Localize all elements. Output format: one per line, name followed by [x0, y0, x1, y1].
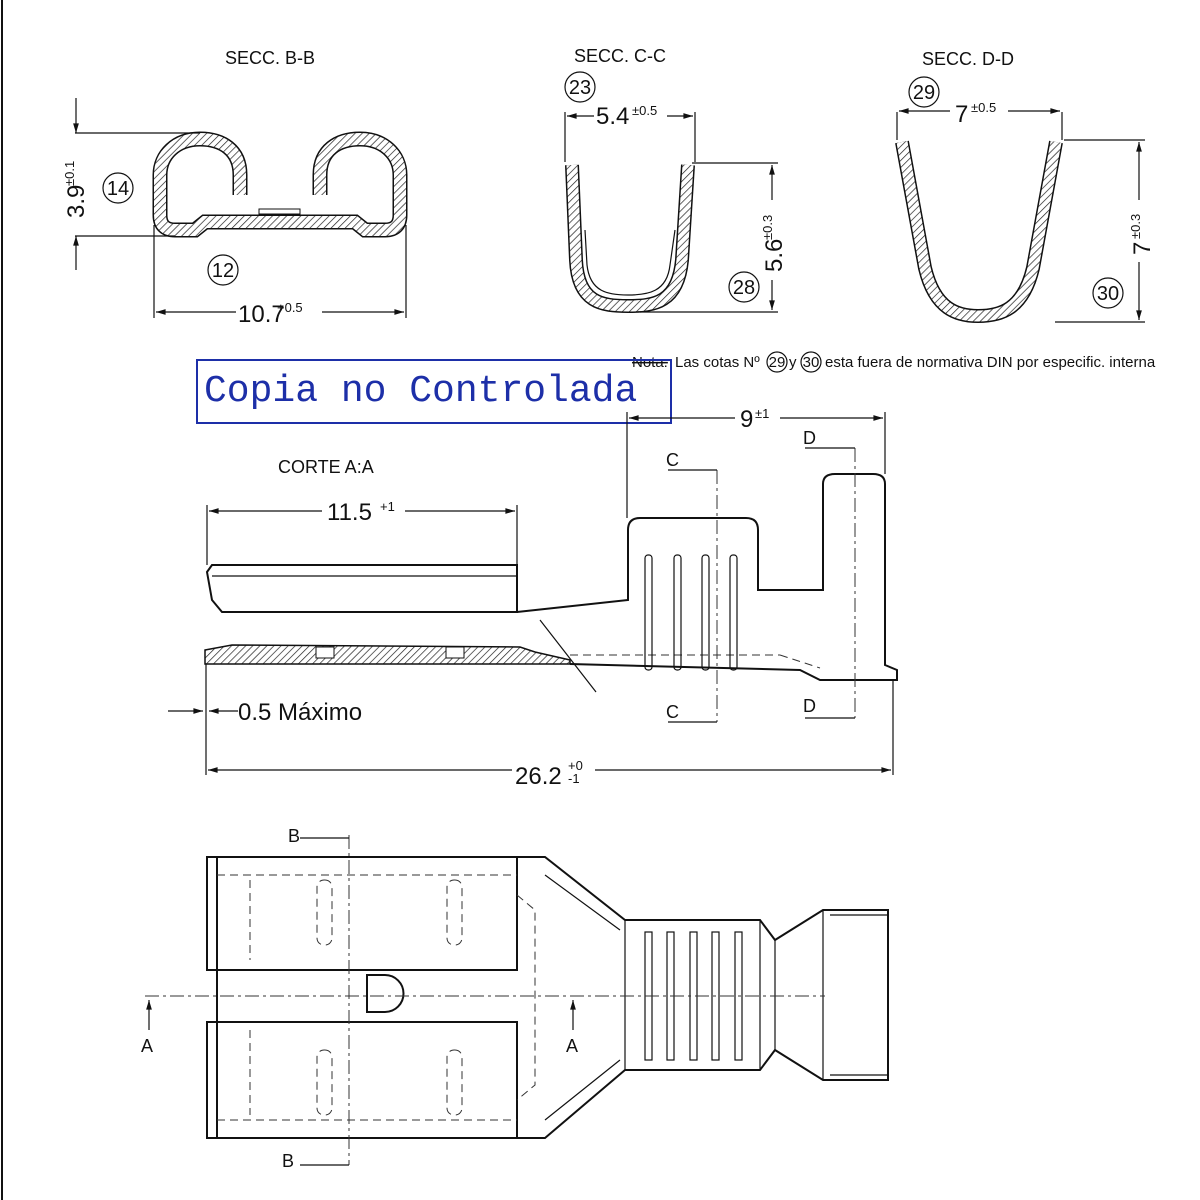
section-cc-profile-hatch	[566, 164, 694, 312]
section-dd-width-tol: ±0.5	[971, 100, 996, 115]
section-cc: SECC. C-C 23 5.4 ±0.5 5.6 ±0.3 28	[564, 46, 788, 314]
receptacle-body	[205, 564, 518, 613]
section-cc-title: SECC. C-C	[574, 46, 666, 66]
section-bb: SECC. B-B 3.9 ±0.1 14 12 10.7 +0.5	[62, 48, 408, 328]
thickness-note: 0.5 Máximo	[238, 699, 362, 726]
balloon-23	[564, 71, 596, 103]
section-bb-title: SECC. B-B	[225, 48, 315, 68]
top-view: B B A A	[141, 826, 889, 1171]
section-b-label-bottom: B	[282, 1151, 294, 1171]
balloon-12-label: 12	[212, 260, 234, 282]
base-strip-section	[204, 644, 571, 665]
balloon-30	[1092, 277, 1124, 309]
lower-rail	[216, 1021, 518, 1139]
section-cc-height-tol: ±0.3	[760, 215, 775, 240]
note-ref-29: 29	[769, 354, 786, 371]
section-bb-profile-hatch	[154, 132, 406, 236]
balloon-14	[102, 172, 134, 204]
section-dd-title: SECC. D-D	[922, 49, 1014, 69]
section-c-label-bottom: C	[666, 702, 679, 722]
note-text-1: Las cotas Nº	[675, 354, 760, 371]
total-length-tol-upper: +0	[568, 758, 583, 773]
section-a-label-right: A	[566, 1036, 578, 1056]
section-dd-profile-hatch	[896, 141, 1062, 322]
section-d-label-bottom: D	[803, 696, 816, 716]
total-length-tol-lower: -1	[568, 771, 580, 786]
note: Nota: Las cotas Nº 29 y 30 esta fuera de…	[632, 351, 1156, 373]
locking-dimple	[366, 974, 405, 1013]
balloon-30-label: 30	[1097, 283, 1119, 305]
balloon-29-label: 29	[913, 82, 935, 104]
note-ref-30: 30	[803, 354, 820, 371]
section-cc-width-dim: 5.4	[596, 103, 629, 130]
section-dd-height-dim: 7	[1129, 242, 1156, 255]
section-cc-height-dim: 5.6	[761, 239, 788, 272]
section-dd-profile-outline	[895, 140, 1063, 324]
balloon-23-label: 23	[569, 77, 591, 99]
note-joiner: y	[789, 354, 797, 371]
section-dd: SECC. D-D 29 7 ±0.5 7 ±0.3 30	[895, 49, 1156, 324]
side-view-section-aa: CORTE A:A 11.5 +1 9 ±1	[168, 406, 898, 790]
balloon-28	[728, 271, 760, 303]
side-view-title: CORTE A:A	[278, 457, 374, 477]
section-dd-width-dim: 7	[955, 101, 968, 128]
section-bb-height-tol: ±0.1	[62, 161, 77, 186]
section-d-label-top: D	[803, 428, 816, 448]
total-length-dim: 26.2	[515, 763, 562, 790]
section-bb-tab	[258, 208, 301, 215]
crimp-serrations	[644, 554, 738, 671]
crimp-length-tol: ±1	[755, 406, 769, 421]
balloon-28-label: 28	[733, 277, 755, 299]
section-c-label-top: C	[666, 450, 679, 470]
upper-rail	[216, 856, 518, 971]
note-label: Nota:	[632, 354, 668, 371]
terminal-outline	[206, 856, 889, 1139]
section-bb-width-dim: 10.7	[238, 301, 285, 328]
receptacle-length-tol: +1	[380, 499, 395, 514]
section-a-label-left: A	[141, 1036, 153, 1056]
section-cc-width-tol: ±0.5	[632, 103, 657, 118]
stamp-text: Copia no Controlada	[204, 370, 637, 413]
section-dd-height-tol: ±0.3	[1128, 214, 1143, 239]
section-b-label-top: B	[288, 826, 300, 846]
crimp-length-dim: 9	[740, 406, 753, 433]
receptacle-length-dim: 11.5	[327, 499, 372, 526]
section-bb-width-tol: +0.5	[277, 300, 303, 315]
balloon-29	[908, 76, 940, 108]
balloon-14-label: 14	[107, 178, 129, 200]
section-bb-height-dim: 3.9	[63, 185, 90, 218]
balloon-12	[207, 254, 239, 286]
note-text-2: esta fuera de normativa DIN por especifi…	[825, 354, 1156, 371]
uncontrolled-copy-stamp: Copia no Controlada	[196, 359, 672, 424]
